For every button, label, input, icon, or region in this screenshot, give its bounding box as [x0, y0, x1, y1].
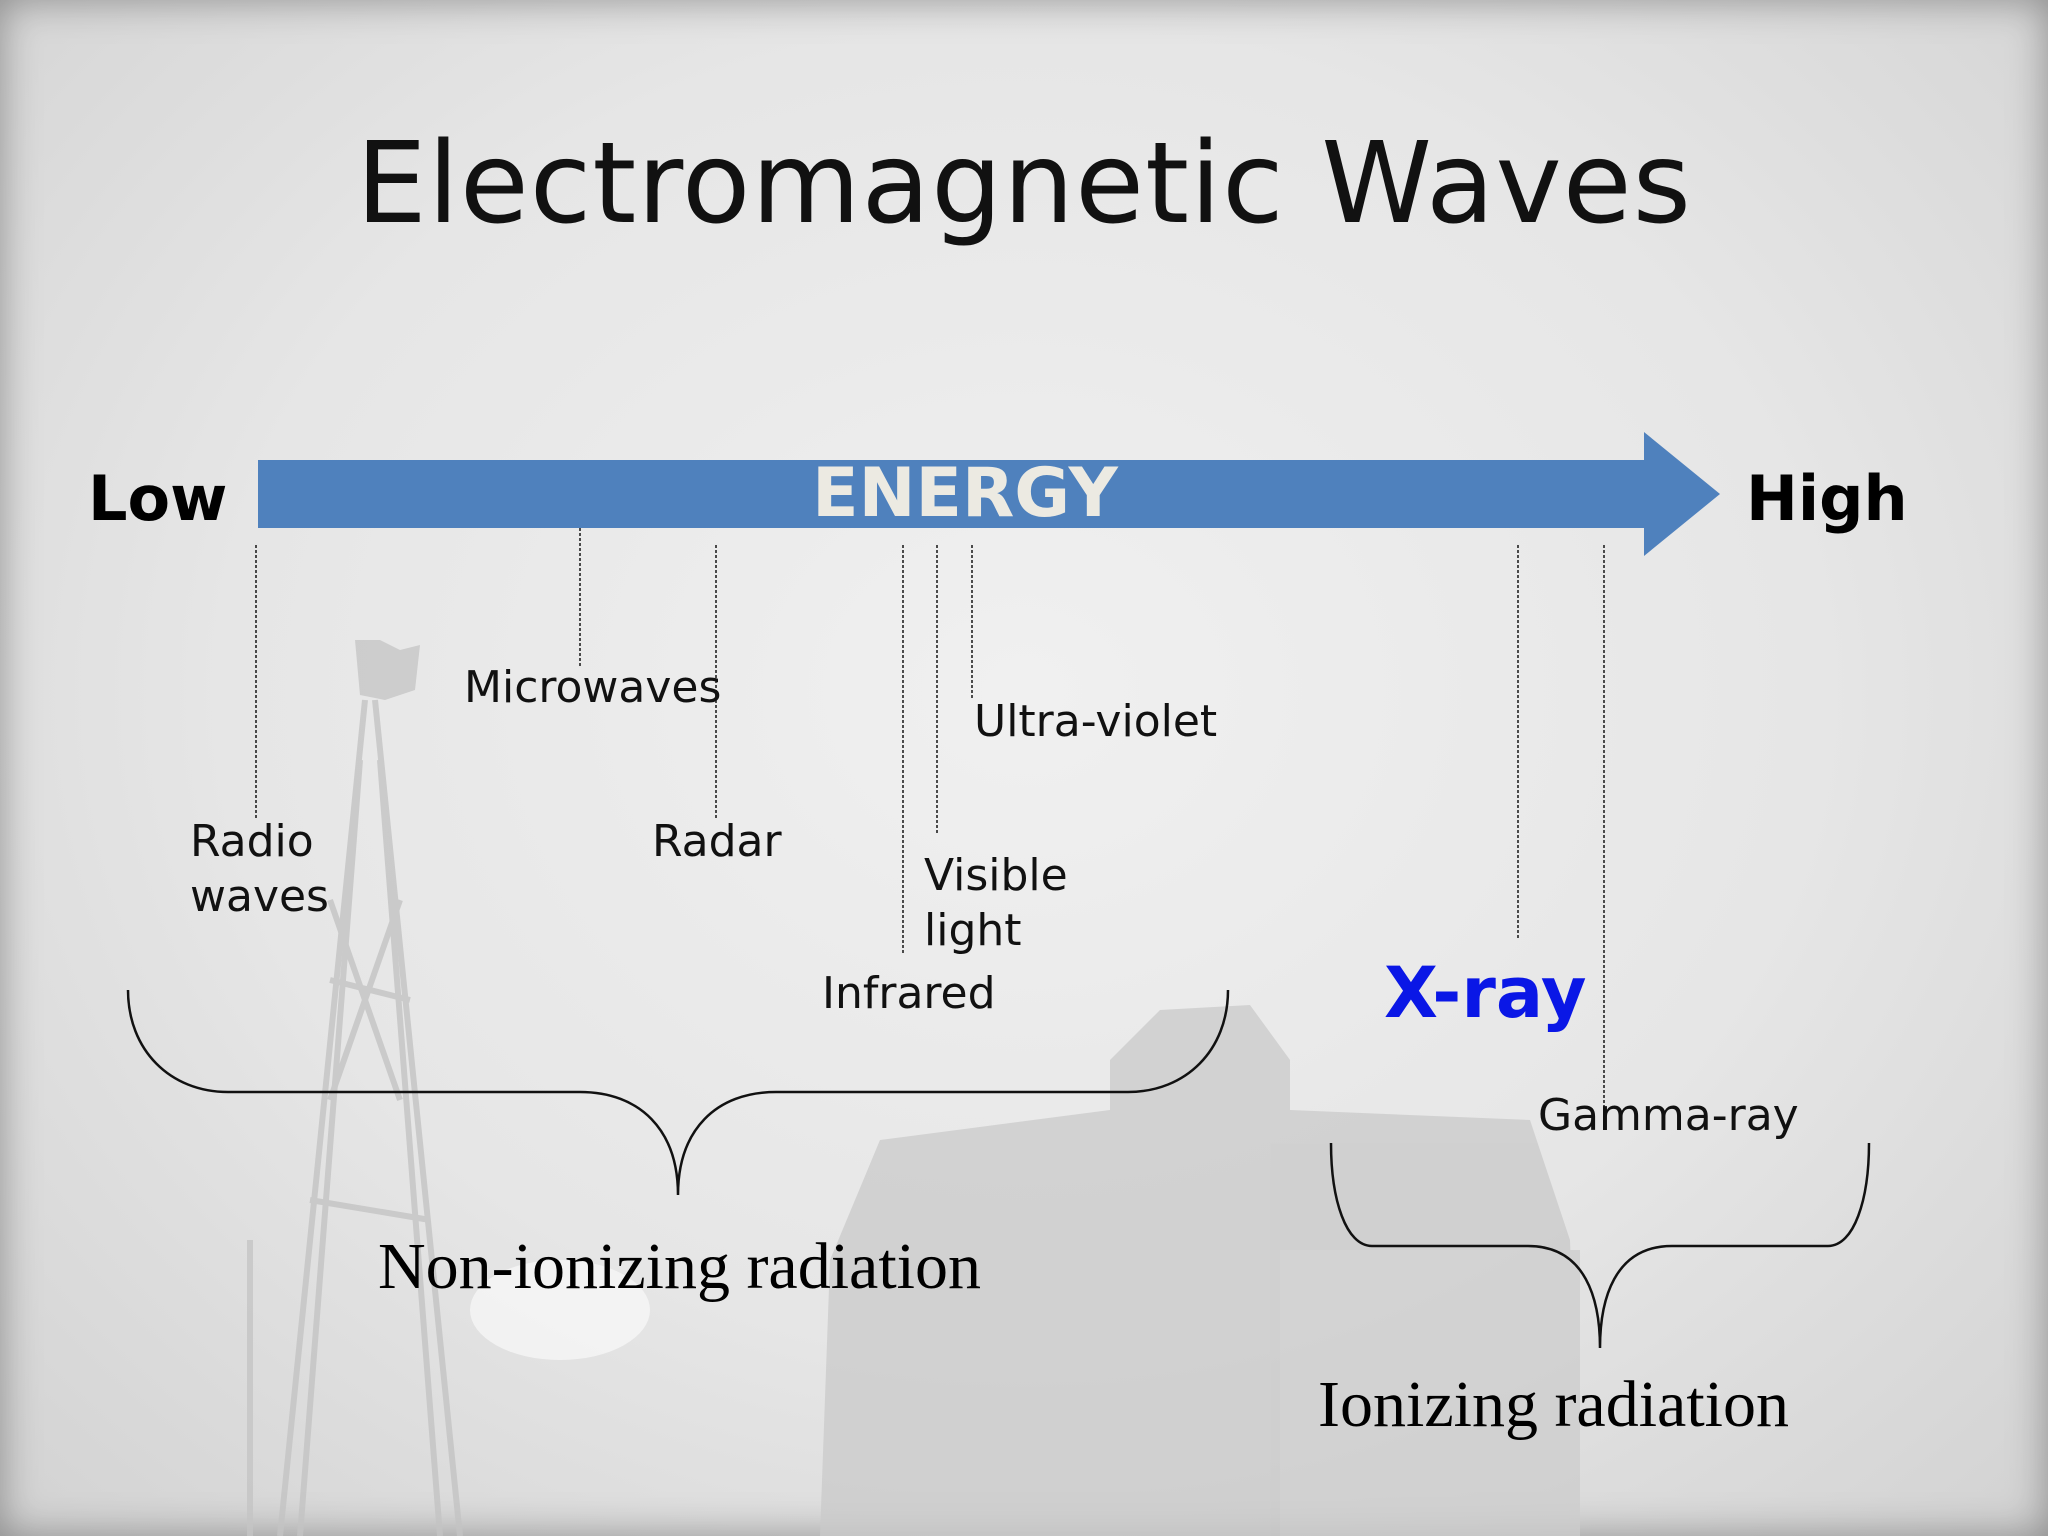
- ionizing-radiation-label: Ionizing radiation: [1318, 1368, 1790, 1441]
- infrared-label: Infrared: [822, 968, 996, 1019]
- xray-label: X-ray: [1384, 952, 1587, 1034]
- high-energy-label: High: [1746, 462, 1908, 535]
- slide-title: Electromagnetic Waves: [355, 119, 1693, 249]
- ultraviolet-label: Ultra-violet: [974, 696, 1218, 747]
- energy-arrow-label: ENERGY: [812, 454, 1118, 533]
- low-energy-label: Low: [88, 462, 228, 535]
- non-ionizing-radiation-label: Non-ionizing radiation: [378, 1230, 982, 1303]
- radio-waves-label: Radio waves: [190, 816, 329, 922]
- non-ionizing-brace: [126, 989, 1230, 1196]
- gamma-ray-label: Gamma-ray: [1538, 1090, 1799, 1141]
- microwaves-label: Microwaves: [464, 662, 722, 713]
- visible-light-label: Visible light: [924, 850, 1068, 956]
- ionizing-brace: [1329, 1142, 1871, 1349]
- radar-label: Radar: [652, 816, 782, 867]
- energy-arrow: [258, 432, 1720, 556]
